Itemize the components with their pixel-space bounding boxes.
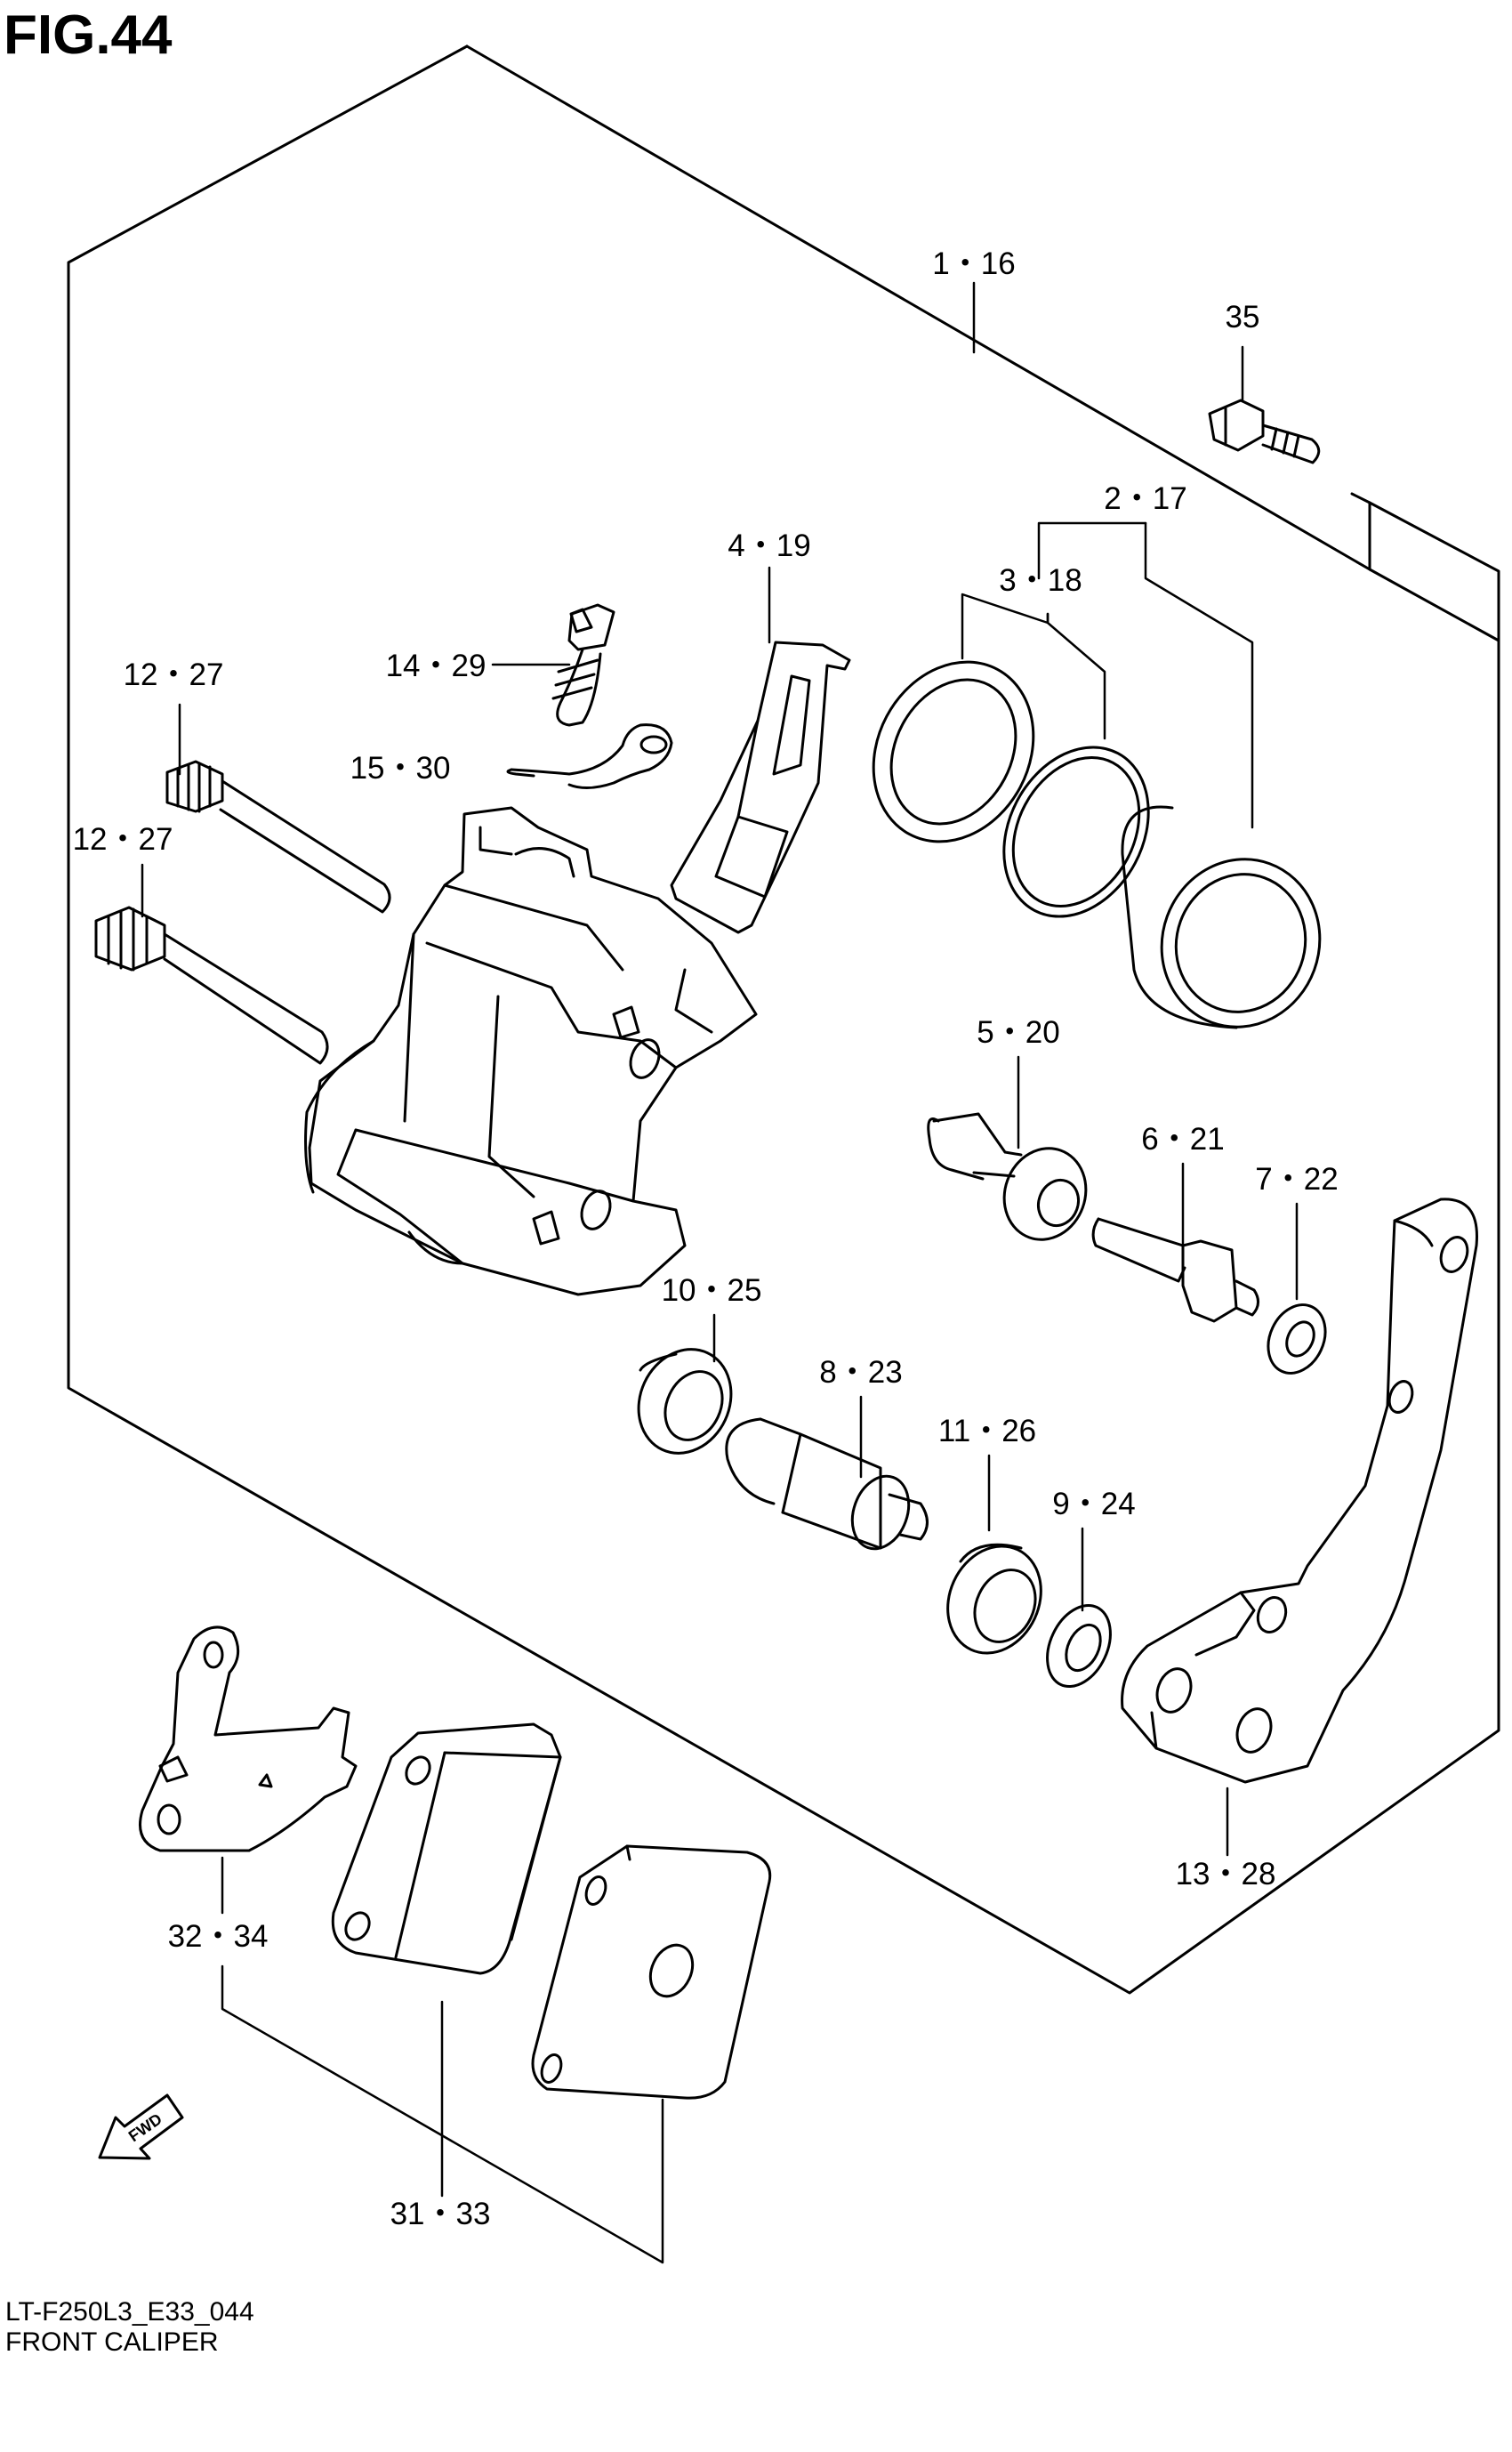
callout-labels: 1・16 35 2・17 3・18 4・19 14・29 15・30 12・27… xyxy=(73,246,1339,2231)
callout-6-21: 6・21 xyxy=(1141,1122,1224,1157)
assembly-boundary-right xyxy=(1350,492,1500,642)
fwd-label: FWD xyxy=(125,2109,165,2145)
bleeder-cap-15-30 xyxy=(506,723,673,789)
bolt-35 xyxy=(1208,399,1321,464)
callout-9-24: 9・24 xyxy=(1052,1487,1135,1521)
assembly-boundary xyxy=(67,44,1500,1995)
caliper-body xyxy=(304,806,758,1296)
callout-8-23: 8・23 xyxy=(819,1355,902,1390)
figure-name: FRONT CALIPER xyxy=(5,2327,219,2357)
callout-3-18: 3・18 xyxy=(999,563,1082,598)
piston-2-17 xyxy=(1121,805,1322,1029)
boot-10-25 xyxy=(637,1348,733,1455)
callout-12-27-lower: 12・27 xyxy=(73,822,173,857)
callout-7-22: 7・22 xyxy=(1255,1162,1338,1197)
slide-pin-upper xyxy=(165,760,391,914)
washer-9-24 xyxy=(1046,1603,1112,1689)
callout-11-26: 11・26 xyxy=(938,1414,1036,1448)
callout-35: 35 xyxy=(1226,300,1260,335)
bleeder-valve-14-29 xyxy=(551,603,615,727)
pad-shim-32-34 xyxy=(139,1625,358,1852)
boot-11-26 xyxy=(946,1543,1042,1655)
callout-14-29: 14・29 xyxy=(386,649,487,683)
fwd-arrow-icon: FWD xyxy=(98,2093,184,2160)
callout-13-28: 13・28 xyxy=(1176,1857,1276,1891)
slide-pin-lower xyxy=(94,906,329,1065)
figure-title: FIG.44 xyxy=(4,4,173,66)
figure-code: LT-F250L3_E33_044 xyxy=(5,2297,254,2327)
brake-pad-outer xyxy=(531,1844,772,2100)
assembly-boundary-gap-line xyxy=(465,44,1371,571)
callout-31-33: 31・33 xyxy=(390,2197,491,2231)
callout-2-17: 2・17 xyxy=(1104,481,1186,516)
callout-10-25: 10・25 xyxy=(662,1273,762,1308)
leader-lines xyxy=(141,281,1299,2264)
callout-4-19: 4・19 xyxy=(728,528,810,563)
callout-15-30: 15・30 xyxy=(350,751,451,786)
callout-32-34: 32・34 xyxy=(168,1919,269,1954)
pin-bolt-6-21 xyxy=(1091,1217,1259,1323)
pin-8-23 xyxy=(725,1417,929,1551)
sleeve-5-20 xyxy=(927,1112,1088,1241)
brake-pad-inner xyxy=(331,1722,562,1975)
washer-7-22 xyxy=(1267,1303,1327,1375)
callout-1-16: 1・16 xyxy=(932,246,1015,281)
bracket-13-28 xyxy=(1121,1198,1478,1784)
callout-5-20: 5・20 xyxy=(977,1015,1059,1050)
seal-ring-a xyxy=(872,660,1035,843)
callout-12-27-upper: 12・27 xyxy=(124,657,224,692)
seal-ring-b xyxy=(1002,746,1150,918)
pad-spring-4-19 xyxy=(670,641,851,934)
